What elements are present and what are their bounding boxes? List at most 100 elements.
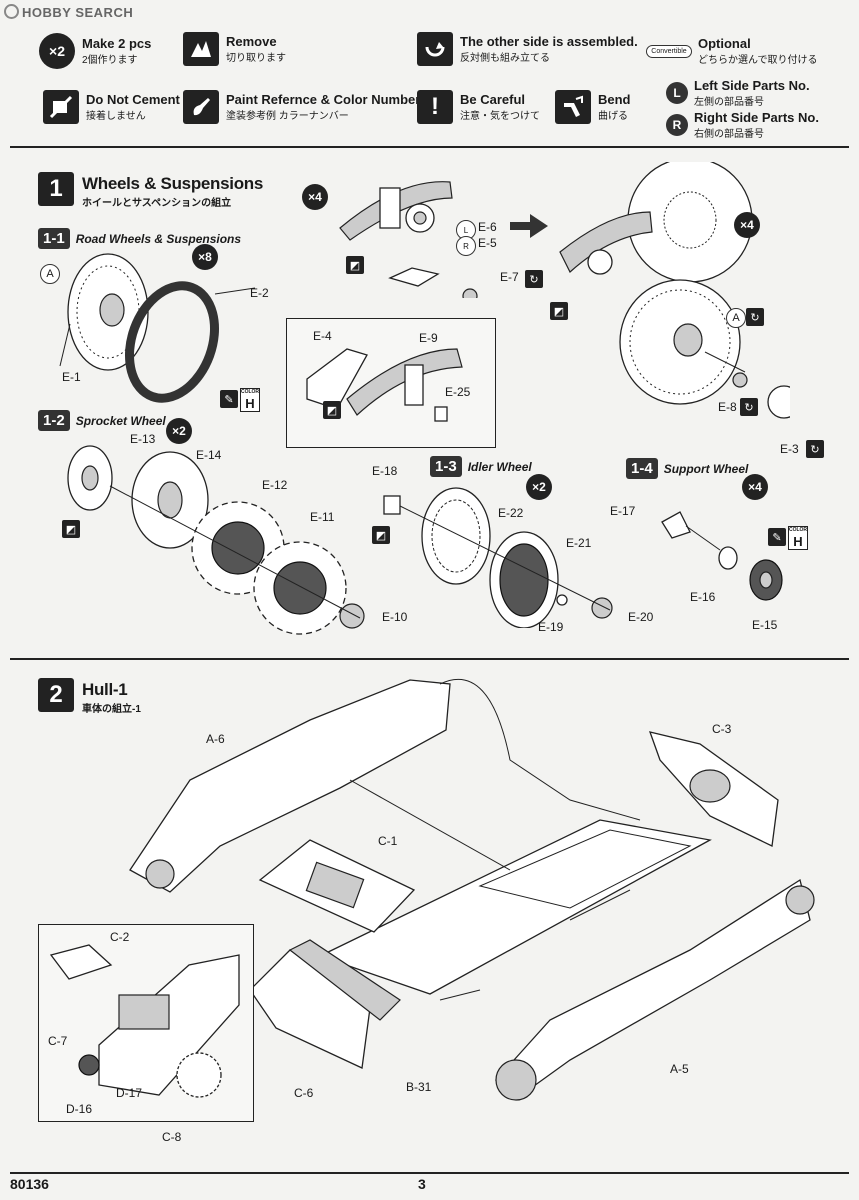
part-label: D-16 [66,1102,93,1116]
no-glue-icon: ◩ [346,256,364,274]
part-label: C-8 [162,1130,182,1144]
step-number: 1 [38,172,74,206]
hull-drawing [129,678,815,1101]
mult-badge: ×8 [192,244,218,270]
warning-icon: ! [417,90,453,124]
part-label: E-4 [313,329,332,343]
part-label: E-3 [780,442,799,456]
legend-right: R Right Side Parts No.右側の部品番号 [666,110,819,140]
part-label: B-31 [406,1080,432,1094]
part-label: C-2 [110,930,130,944]
no-glue-icon: ◩ [323,401,341,419]
part-label: E-13 [130,432,156,446]
part-label: E-22 [498,506,524,520]
support-wheel-drawing [661,511,783,601]
part-label: C-7 [48,1034,68,1048]
paint-icon: ✎ [220,390,238,408]
step-number: 2 [38,678,74,712]
mult-badge: ×4 [302,184,328,210]
right-badge-icon: R [666,114,688,136]
no-glue-icon: ◩ [372,526,390,544]
inset-box [38,924,254,1122]
part-label: E-9 [419,331,438,345]
no-glue-icon [43,90,79,124]
rotate-icon: ↻ [740,398,758,416]
multiply-badge-icon: ×2 [39,33,75,69]
part-label: A-6 [206,732,225,746]
part-label: E-1 [62,370,81,384]
part-label: E-25 [445,385,471,399]
road-wheel-drawing [59,253,256,403]
product-code: 80136 [10,1176,49,1192]
suspension-drawing [339,181,548,298]
part-label: A-5 [670,1062,689,1076]
mult-badge: ×4 [734,212,760,238]
part-label: E-2 [250,286,269,300]
part-label: E-7 [500,270,519,284]
part-label: D-17 [116,1086,143,1100]
paint-icon: ✎ [768,528,786,546]
logo-icon [4,4,19,19]
no-glue-icon: ◩ [550,302,568,320]
part-label: E-14 [196,448,222,462]
part-label: E-11 [310,510,335,524]
part-label: E-10 [382,610,408,624]
legend-left: L Left Side Parts No.左側の部品番号 [666,78,810,108]
part-label: E-18 [372,464,398,478]
part-label: E-6 [478,220,497,234]
part-label: E-16 [690,590,716,604]
part-label: C-1 [378,834,398,848]
part-label: E-19 [538,620,564,634]
part-label: C-6 [294,1086,314,1100]
brush-icon [183,90,219,124]
part-label: C-3 [712,722,732,736]
watermark: HOBBY SEARCH [4,4,133,20]
rotate-icon: ↻ [806,440,824,458]
tag-a: A [726,308,746,328]
tag-a: A [40,264,60,284]
right-tag: R [456,236,476,256]
page-number: 3 [418,1176,426,1192]
rotate-icon [417,32,453,66]
mult-badge: ×2 [526,474,552,500]
part-label: E-17 [610,504,636,518]
rotate-icon: ↻ [746,308,764,326]
part-label: E-5 [478,236,497,250]
cut-icon [183,32,219,66]
part-label: E-12 [262,478,288,492]
inset-box: E-4 E-9 E-25 ◩ [286,318,496,448]
bend-icon [555,90,591,124]
sprocket-drawing [67,445,365,635]
mult-badge: ×2 [166,418,192,444]
legend-other-side: The other side is assembled.反対側も組み立てる [416,32,638,66]
left-badge-icon: L [666,82,688,104]
assembled-suspension-drawing [559,162,790,419]
part-label: E-15 [752,618,778,632]
part-label: E-21 [566,536,592,550]
part-label: E-8 [718,400,737,414]
part-label: E-20 [628,610,654,624]
no-glue-icon: ◩ [62,520,80,538]
mult-badge: ×4 [742,474,768,500]
idler-drawing [383,487,613,628]
rotate-icon: ↻ [525,270,543,288]
convertible-icon: Convertible [646,44,692,58]
